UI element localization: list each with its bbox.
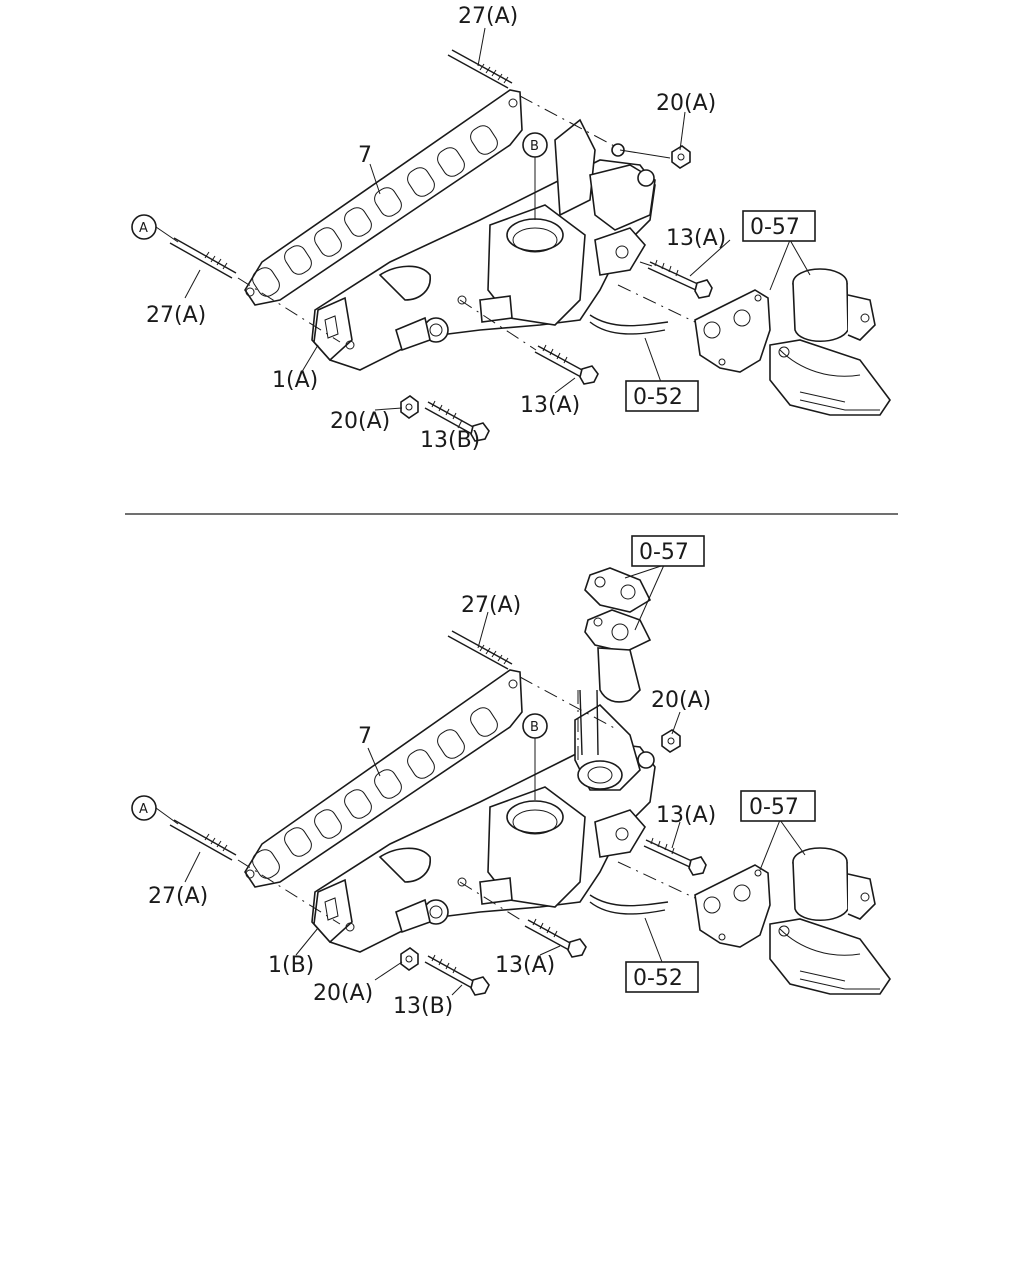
ref-box-052	[625, 380, 699, 412]
assembly-line	[617, 284, 696, 323]
bolt-13a-bottom	[524, 918, 587, 958]
ref-057: 0-57	[750, 215, 800, 240]
bolt-13a-right	[643, 837, 707, 876]
ref-052: 0-52	[633, 385, 683, 410]
label-7: 7	[358, 724, 372, 749]
ref-box-052	[625, 961, 699, 993]
assembly-line	[519, 676, 619, 731]
intake-manifold	[311, 118, 656, 371]
leader-line	[619, 149, 671, 159]
stud-27a-top	[447, 49, 513, 89]
label-13b: 13(B)	[420, 428, 480, 453]
label-20a-bottom: 20(A)	[330, 409, 390, 434]
assembly-line	[237, 277, 341, 343]
pipe-052	[589, 314, 669, 335]
assembly-line	[459, 881, 525, 923]
egr-valve	[769, 268, 891, 416]
label-a: A	[139, 802, 148, 817]
label-20a-top: 20(A)	[651, 688, 711, 713]
nut-20a-bottom	[400, 395, 419, 419]
label-13a-right: 13(A)	[666, 226, 726, 251]
egr-gasket	[694, 289, 771, 373]
label-27a-top: 27(A)	[461, 593, 521, 618]
ref-box-057-lower	[740, 790, 816, 822]
leader-line	[639, 261, 653, 267]
egr-valve	[769, 847, 891, 995]
egr-gasket	[694, 864, 771, 948]
label-27a-left: 27(A)	[146, 303, 206, 328]
ref-057-lower: 0-57	[749, 795, 799, 820]
egr-pipe-upper	[579, 567, 652, 756]
label-b: B	[530, 720, 539, 735]
bottom-assembly: 0-57 27(A) 20(A) B 7 A 13(A) 0-57 27(A) …	[131, 535, 891, 1019]
label-7: 7	[358, 143, 372, 168]
pipe-052	[589, 894, 669, 915]
bolt-13a-right	[647, 259, 713, 299]
label-b: B	[530, 139, 539, 154]
callout-b-circle	[522, 713, 548, 739]
ref-052: 0-52	[633, 966, 683, 991]
ref-box-057-upper	[631, 535, 705, 567]
label-20a-bottom: 20(A)	[313, 981, 373, 1006]
assembly-line	[519, 95, 619, 149]
stud-27a-left	[169, 819, 237, 861]
assembly-line	[237, 859, 341, 925]
manifold-gasket	[244, 669, 523, 888]
nut-20a-top	[671, 145, 691, 169]
nut-20a-top	[661, 729, 681, 753]
callout-a-circle	[131, 795, 157, 821]
callout-b-circle	[522, 132, 548, 158]
label-1b: 1(B)	[268, 953, 314, 978]
label-13a-bottom: 13(A)	[520, 393, 580, 418]
manifold-gasket	[244, 89, 523, 306]
stud-27a-top	[447, 630, 513, 670]
label-1a: 1(A)	[272, 368, 318, 393]
label-27a-top: 27(A)	[458, 4, 518, 29]
bolt-13a-bottom	[534, 344, 599, 385]
label-13b: 13(B)	[393, 994, 453, 1019]
nut-20a-bottom	[400, 947, 419, 971]
callout-a-circle	[131, 214, 157, 240]
assembly-line	[617, 861, 696, 899]
top-assembly: 27(A) 20(A) B 7 A 13(A) 0-57 27(A) 1(A) …	[131, 4, 891, 453]
label-13a-bottom: 13(A)	[495, 953, 555, 978]
label-a: A	[139, 221, 148, 236]
stud-27a-left	[169, 237, 237, 279]
label-20a-top: 20(A)	[656, 91, 716, 116]
label-13a-right: 13(A)	[656, 803, 716, 828]
intake-manifold	[311, 703, 656, 953]
ref-057-upper: 0-57	[639, 540, 689, 565]
label-27a-left: 27(A)	[148, 884, 208, 909]
ref-box-057	[742, 210, 816, 242]
bolt-13b	[424, 400, 490, 442]
bolt-13b	[424, 954, 490, 996]
